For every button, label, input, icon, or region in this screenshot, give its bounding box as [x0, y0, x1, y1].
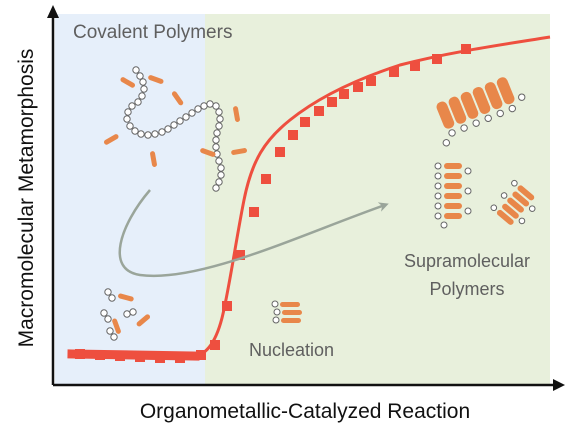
curve-markers — [75, 44, 471, 363]
x-axis-arrowhead — [553, 379, 565, 391]
transformation-arrow — [118, 189, 389, 278]
supramolecular-stack-c — [490, 179, 536, 225]
baseline-thick-segment — [67, 349, 200, 361]
supramolecular-label-line1: Supramolecular — [404, 251, 530, 271]
supramolecular-stack-a — [436, 77, 526, 147]
covalent-polymer-illustration — [103, 66, 248, 192]
nucleation-cluster — [271, 300, 302, 324]
sigmoid-curve — [67, 35, 551, 363]
covalent-region — [55, 14, 205, 384]
monomer-units-left — [100, 288, 151, 341]
x-axis-label: Organometallic-Catalyzed Reaction — [140, 400, 470, 423]
supramolecular-stack-b — [434, 162, 472, 229]
y-axis-arrowhead — [47, 5, 59, 18]
nucleation-label: Nucleation — [249, 340, 334, 360]
y-axis-label: Macromolecular Metamorphosis — [15, 49, 38, 348]
supramolecular-label-line2: Polymers — [429, 279, 504, 299]
covalent-polymers-label: Covalent Polymers — [73, 22, 232, 43]
supramolecular-region — [205, 14, 550, 384]
